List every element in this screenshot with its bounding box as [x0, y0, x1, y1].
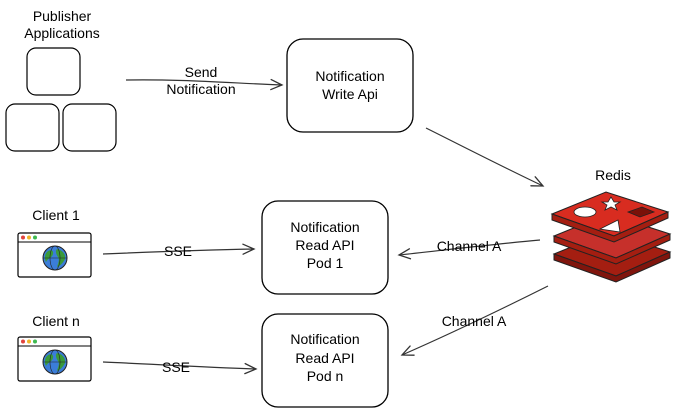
client-n-node: Client n [17, 313, 92, 382]
browser-dot-yellow-icon [27, 339, 31, 344]
globe-icon [42, 349, 68, 375]
publisher-title-line2: Applications [24, 25, 100, 41]
redis-label: Redis [595, 167, 631, 183]
read-pod-1-node: Notification Read API Pod 1 [261, 200, 389, 295]
redis-logo [550, 191, 672, 283]
globe-icon [42, 245, 68, 271]
client-n-label: Client n [32, 313, 79, 329]
read-pod-n-line3: Pod n [307, 368, 344, 384]
publisher-title-line1: Publisher [33, 8, 92, 24]
client-1-node: Client 1 [17, 207, 92, 278]
sse-label-1: SSE [164, 243, 192, 259]
send-notification-edge: Send Notification [125, 64, 284, 97]
browser-dot-yellow-icon [27, 235, 31, 240]
read-pod-1-line2: Read API [295, 237, 354, 253]
browser-dot-red-icon [21, 235, 25, 240]
publisher-applications: Publisher Applications [5, 8, 117, 152]
client-1-label: Client 1 [32, 207, 80, 223]
read-pod-1-line3: Pod 1 [307, 255, 344, 271]
read-pod-n-line2: Read API [295, 350, 354, 366]
publisher-app-box [62, 103, 117, 152]
write-api-line2: Write Api [322, 86, 378, 102]
sse-edge-n: SSE [102, 359, 258, 375]
send-notification-arrow [125, 78, 284, 91]
read-pod-n-box [261, 313, 389, 408]
browser-dot-green-icon [33, 235, 37, 240]
read-pod-n-node: Notification Read API Pod n [261, 313, 389, 408]
channel-a-arrow-podn [400, 285, 549, 356]
write-api-line1: Notification [315, 68, 384, 84]
channel-a-edge-podn: Channel A [400, 285, 549, 356]
sse-arrow-1 [102, 243, 256, 255]
sse-edge-1: SSE [102, 243, 256, 259]
write-api-node: Notification Write Api [286, 38, 414, 133]
publisher-app-box [26, 47, 81, 96]
channel-a-label-pod1: Channel A [437, 238, 502, 254]
channel-a-edge-pod1: Channel A [397, 238, 541, 260]
browser-dot-red-icon [21, 339, 25, 344]
publish-to-redis-arrow [425, 127, 545, 187]
read-pod-n-line1: Notification [290, 331, 359, 347]
channel-a-label-podn: Channel A [442, 313, 507, 329]
publisher-app-box [5, 103, 60, 152]
redis-node: Redis [550, 167, 672, 283]
write-api-box [286, 38, 414, 133]
sse-label-n: SSE [162, 359, 190, 375]
send-label-line1: Send [185, 64, 218, 80]
read-pod-1-box [261, 200, 389, 295]
send-label-line2: Notification [166, 81, 235, 97]
read-pod-1-line1: Notification [290, 219, 359, 235]
channel-a-arrow-pod1 [397, 239, 541, 260]
browser-dot-green-icon [33, 339, 37, 344]
sse-arrow-n [102, 361, 258, 375]
